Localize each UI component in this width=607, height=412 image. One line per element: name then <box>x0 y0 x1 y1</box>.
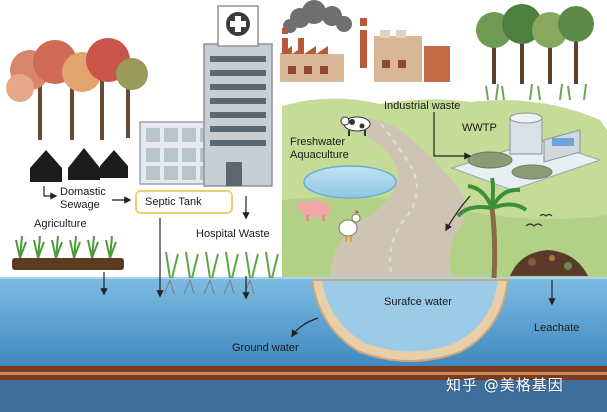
arrow-industrial <box>433 112 472 160</box>
label-agriculture: Agriculture <box>34 218 87 230</box>
label-surface-water: Surafce water <box>384 296 452 308</box>
watermark-text: 知乎 @美格基因 <box>446 376 564 394</box>
label-hospital-waste: Hospital Waste <box>196 228 270 240</box>
label-ground-water: Ground water <box>232 342 299 354</box>
road <box>330 118 466 278</box>
road-center-line <box>380 123 418 279</box>
hospital-cross-icon <box>226 12 250 36</box>
palm-tree <box>456 177 528 279</box>
agriculture-soil <box>12 258 124 270</box>
reed-plants <box>165 251 279 279</box>
grass-right <box>485 83 587 101</box>
label-septic-tank: Septic Tank <box>135 190 233 214</box>
factory-left <box>280 28 344 82</box>
label-wwtp: WWTP <box>462 122 497 134</box>
landfill-mound <box>510 250 588 276</box>
bedrock <box>0 380 607 412</box>
forest-left <box>6 38 148 140</box>
cow-icon <box>340 116 371 136</box>
arrow-wwtp-to-water <box>445 195 471 232</box>
surface-water-basin <box>322 281 498 352</box>
label-freshwater-aquaculture-line2: Aquaculture <box>290 149 349 161</box>
houses <box>30 148 128 182</box>
aquaculture-pond <box>303 165 397 199</box>
factory-right <box>360 18 450 82</box>
wwtp-plant <box>450 112 602 191</box>
label-industrial-waste: Industrial waste <box>384 100 461 112</box>
pig-icon <box>297 201 331 221</box>
arrow-ground-water <box>291 317 319 338</box>
label-domestic-sewage-line2: Sewage <box>60 199 100 211</box>
birds-icon <box>525 213 553 227</box>
sediment-layer-light <box>0 372 607 375</box>
hospital-windows <box>210 56 266 186</box>
factory-smoke <box>283 0 352 33</box>
forest-right <box>476 4 594 84</box>
water-body <box>0 278 607 368</box>
crop-plants <box>15 235 117 259</box>
arrow-domestic <box>43 186 58 200</box>
plant-roots <box>163 279 255 295</box>
label-leachate: Leachate <box>534 322 580 334</box>
label-freshwater-aquaculture-line1: Freshwater <box>290 136 346 148</box>
label-domestic-sewage-line1: Domastic <box>60 186 106 198</box>
chicken-icon <box>338 210 361 242</box>
